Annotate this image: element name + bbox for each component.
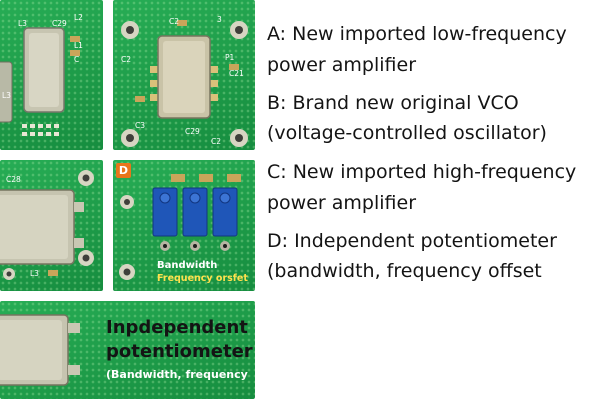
smd-parts bbox=[171, 174, 241, 182]
silk-label: L3 bbox=[18, 19, 27, 28]
metal-can-top bbox=[0, 320, 62, 380]
silk-label: C28 bbox=[6, 175, 21, 184]
tile-b-drawing: C2 3 C2 P1 C21 C3 C29 C2 bbox=[121, 15, 248, 147]
smd-part bbox=[68, 365, 80, 375]
photo-tile-d: D Bandwidth Frequency orsfet bbox=[113, 160, 255, 291]
smd-part bbox=[177, 20, 187, 26]
smd-part bbox=[135, 96, 145, 102]
smd-part bbox=[48, 270, 58, 276]
silk-label: C2 bbox=[211, 137, 221, 146]
mounting-hole-icon bbox=[3, 170, 94, 280]
tile-badge: D bbox=[116, 163, 131, 178]
tile-caption-title: Inpdependent bbox=[106, 317, 248, 338]
photo-tile-b: C2 3 C2 P1 C21 C3 C29 C2 bbox=[113, 0, 255, 150]
silk-label: 3 bbox=[217, 15, 222, 24]
silk-label: C bbox=[74, 55, 79, 64]
photo-tile-e: Inpdependent potentiometer (Bandwidth, f… bbox=[0, 301, 255, 399]
silk-label: P1 bbox=[225, 53, 235, 62]
silk-label: L3 bbox=[30, 269, 39, 278]
description-a-line1: A: New imported low-frequency bbox=[267, 23, 567, 45]
vco-pins bbox=[150, 66, 218, 101]
solder-pads bbox=[160, 241, 230, 251]
description-c-line1: C: New imported high-frequency bbox=[267, 161, 577, 183]
metal-can-edge bbox=[0, 61, 13, 123]
tile-e-drawing bbox=[0, 314, 80, 386]
silk-label: L1 bbox=[74, 41, 83, 50]
tile-a-drawing: L3 C29 L2 L1 C L3 bbox=[0, 13, 83, 136]
smd-part bbox=[74, 202, 84, 212]
mounting-hole-icon bbox=[121, 21, 248, 147]
silk-label: L3 bbox=[2, 91, 11, 100]
photo-tile-a: L3 C29 L2 L1 C L3 bbox=[0, 0, 103, 150]
vco-can-top bbox=[163, 41, 205, 113]
silk-label: C2 bbox=[121, 55, 131, 64]
description-b-line2: (voltage-controlled oscillator) bbox=[267, 122, 547, 144]
smd-part bbox=[68, 323, 80, 333]
description-c-line2: power amplifier bbox=[267, 192, 417, 214]
tile-c-drawing: C28 L3 bbox=[0, 170, 94, 280]
silk-label: C29 bbox=[185, 127, 200, 136]
description-a-line2: power amplifier bbox=[267, 54, 417, 76]
silk-label: C3 bbox=[135, 121, 145, 130]
smd-part bbox=[74, 238, 84, 248]
smd-part bbox=[70, 36, 80, 42]
silk-label: C2 bbox=[169, 17, 179, 26]
photo-tile-c: C28 L3 bbox=[0, 160, 103, 291]
silk-label: C21 bbox=[229, 69, 244, 78]
description-d-line2: (bandwidth, frequency offset bbox=[267, 260, 542, 282]
potentiometer-icon bbox=[152, 187, 238, 237]
smd-part bbox=[70, 50, 80, 56]
amplifier-can-top bbox=[0, 195, 68, 259]
smd-part bbox=[229, 64, 239, 70]
badge-letter: D bbox=[118, 164, 129, 177]
amplifier-can-top bbox=[29, 33, 59, 107]
description-b-line1: B: Brand new original VCO bbox=[267, 92, 519, 114]
description-d-line1: D: Independent potentiometer bbox=[267, 230, 557, 252]
silk-label: L2 bbox=[74, 13, 83, 22]
tile-d-drawing bbox=[119, 174, 241, 280]
pad-grid bbox=[22, 124, 59, 136]
tile-caption-line1: Bandwidth bbox=[157, 260, 218, 271]
tile-caption-line2: Frequency orsfet bbox=[157, 273, 248, 284]
tile-caption-subtitle: potentiometer bbox=[106, 341, 253, 362]
tile-caption-note: (Bandwidth, frequency bbox=[106, 368, 248, 381]
mounting-hole-icon bbox=[119, 195, 135, 280]
silk-label: C29 bbox=[52, 19, 67, 28]
